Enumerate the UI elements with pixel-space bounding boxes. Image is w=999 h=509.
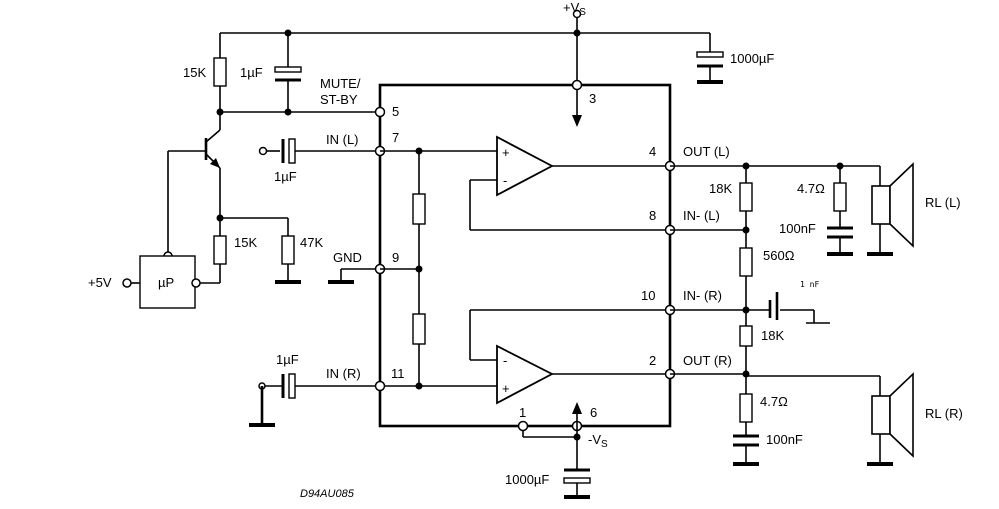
vs-neg-label: -VS [588, 432, 608, 450]
pin-11: 11 [391, 366, 405, 381]
c100n-r-value: 100nF [766, 432, 803, 447]
opamp-right-minus: - [503, 353, 507, 368]
control-network [122, 214, 301, 309]
c1u-top-value: 1µF [240, 65, 263, 80]
drawing-code: D94AU085 [300, 488, 355, 500]
pin-3: 3 [589, 91, 596, 106]
internal-divider [380, 147, 497, 390]
r560-value: 560Ω [763, 248, 795, 263]
opamp-left [469, 135, 670, 231]
c1000-top-value: 1000µF [730, 51, 774, 66]
gnd-pin [328, 263, 386, 284]
rl-l-label: RL (L) [925, 195, 961, 210]
pin-6: 6 [590, 405, 597, 420]
pin-10: 10 [641, 288, 655, 303]
c1u-inl-value: 1µF [274, 169, 297, 184]
pin-1: 1 [519, 405, 526, 420]
rl-r-label: RL (R) [925, 406, 963, 421]
pin-5: 5 [392, 104, 399, 119]
pin-2: 2 [649, 353, 656, 368]
output-right-network [670, 325, 914, 466]
c1000-bot-value: 1000µF [505, 472, 549, 487]
inm-l-label: IN- (L) [683, 208, 720, 223]
in-l-label: IN (L) [326, 132, 359, 147]
supply-rail-top [220, 9, 710, 85]
c1u-inr-value: 1µF [276, 352, 299, 367]
out-r-label: OUT (R) [683, 353, 732, 368]
c1n-value: 1 nF [800, 280, 819, 289]
input-left [258, 138, 386, 164]
r47-l-value: 4.7Ω [797, 181, 825, 196]
pin-9: 9 [392, 250, 399, 265]
c100n-l-value: 100nF [779, 221, 816, 236]
pin-4: 4 [649, 144, 656, 159]
r47k-value: 47K [300, 235, 323, 250]
opamp-right-plus: + [502, 381, 510, 396]
pin-7: 7 [392, 130, 399, 145]
up-label: µP [158, 275, 174, 290]
in-r-label: IN (R) [326, 366, 361, 381]
r18k-r-value: 18K [761, 328, 784, 343]
vs-pos-label: +VS [563, 0, 586, 18]
r15k-top-value: 15K [183, 65, 206, 80]
pin3-arrow [571, 79, 583, 127]
output-left-network [670, 162, 914, 326]
r47-r-value: 4.7Ω [760, 394, 788, 409]
opamp-right [469, 309, 670, 405]
out-l-label: OUT (L) [683, 144, 730, 159]
gnd-label: GND [333, 250, 362, 265]
opamp-left-plus: + [502, 145, 510, 160]
negative-supply [517, 402, 591, 499]
stby-label: ST-BY [320, 92, 358, 107]
r15k-mid-value: 15K [234, 235, 257, 250]
inm-r-label: IN- (R) [683, 288, 722, 303]
left-top-network [163, 33, 386, 261]
capacitor-1000uf-top [696, 33, 724, 84]
input-right [249, 373, 386, 427]
opamp-left-minus: - [503, 173, 507, 188]
plus5v-label: +5V [88, 275, 112, 290]
r18k-l-value: 18K [709, 181, 732, 196]
pin-8: 8 [649, 208, 656, 223]
mute-label: MUTE/ [320, 76, 361, 91]
